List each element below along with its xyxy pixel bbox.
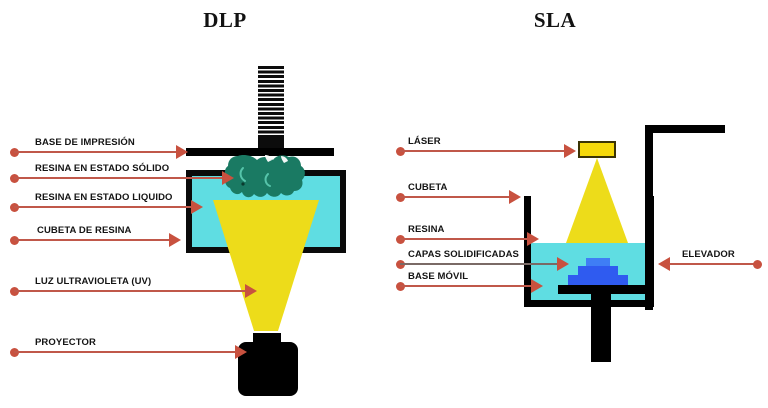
dlp-lead-screw-collar xyxy=(258,136,284,150)
panel-title-dlp: DLP xyxy=(203,8,247,32)
sla-build-platform-stem xyxy=(591,285,611,362)
callout-arrowhead xyxy=(564,144,576,158)
callout-label: RESINA EN ESTADO LIQUIDO xyxy=(35,192,173,203)
sla-vat-bottom xyxy=(524,300,654,307)
callout-line xyxy=(669,263,757,265)
sla-solidified-layer-middle xyxy=(578,266,618,275)
dlp-lead-screw xyxy=(258,66,284,138)
callout-arrowhead xyxy=(658,257,670,271)
callout-arrowhead xyxy=(509,190,521,204)
callout-label: LUZ ULTRAVIOLETA (UV) xyxy=(35,276,152,287)
sla-elevator-top-arm xyxy=(645,125,725,133)
callout-label: CAPAS SOLIDIFICADAS xyxy=(408,249,519,260)
callout-origin-dot xyxy=(753,259,762,269)
callout-arrowhead xyxy=(176,145,188,159)
callout-line xyxy=(14,151,177,153)
callout-line xyxy=(400,238,528,240)
sla-laser-emitter xyxy=(578,141,616,158)
callout-label: RESINA xyxy=(408,224,445,235)
callout-label: CUBETA DE RESINA xyxy=(37,225,132,236)
callout-arrowhead xyxy=(235,345,247,359)
callout-line xyxy=(400,263,558,265)
callout-line xyxy=(400,285,532,287)
callout-label: BASE MÓVIL xyxy=(408,271,469,282)
dlp-uv-light-cone xyxy=(213,200,319,332)
callout-label: LÁSER xyxy=(408,136,441,147)
callout-arrowhead xyxy=(245,284,257,298)
callout-arrowhead xyxy=(531,279,543,293)
callout-label: ELEVADOR xyxy=(682,249,735,260)
callout-line xyxy=(14,290,246,292)
callout-line xyxy=(400,150,565,152)
sla-vat-left-wall xyxy=(524,196,531,307)
callout-line xyxy=(14,177,223,179)
callout-line xyxy=(14,239,170,241)
callout-label: RESINA EN ESTADO SÓLIDO xyxy=(35,163,170,174)
callout-line xyxy=(400,196,510,198)
callout-line xyxy=(14,206,192,208)
callout-line xyxy=(14,351,236,353)
dlp-projector-body xyxy=(238,342,298,396)
callout-label: BASE DE IMPRESIÓN xyxy=(35,137,135,148)
sla-elevator-column xyxy=(645,125,653,310)
callout-arrowhead xyxy=(169,233,181,247)
dlp-cured-resin-model xyxy=(224,155,305,198)
sla-solidified-layer-bottom xyxy=(568,275,628,285)
sla-solidified-layer-top xyxy=(586,258,610,266)
panel-title-sla: SLA xyxy=(533,8,577,32)
dlp-build-plate xyxy=(186,148,334,156)
callout-label: CUBETA xyxy=(408,182,448,193)
callout-arrowhead xyxy=(527,232,539,246)
sla-laser-beam xyxy=(566,158,628,243)
callout-arrowhead xyxy=(191,200,203,214)
callout-label: PROYECTOR xyxy=(35,337,96,348)
callout-arrowhead xyxy=(222,171,234,185)
callout-arrowhead xyxy=(557,257,569,271)
